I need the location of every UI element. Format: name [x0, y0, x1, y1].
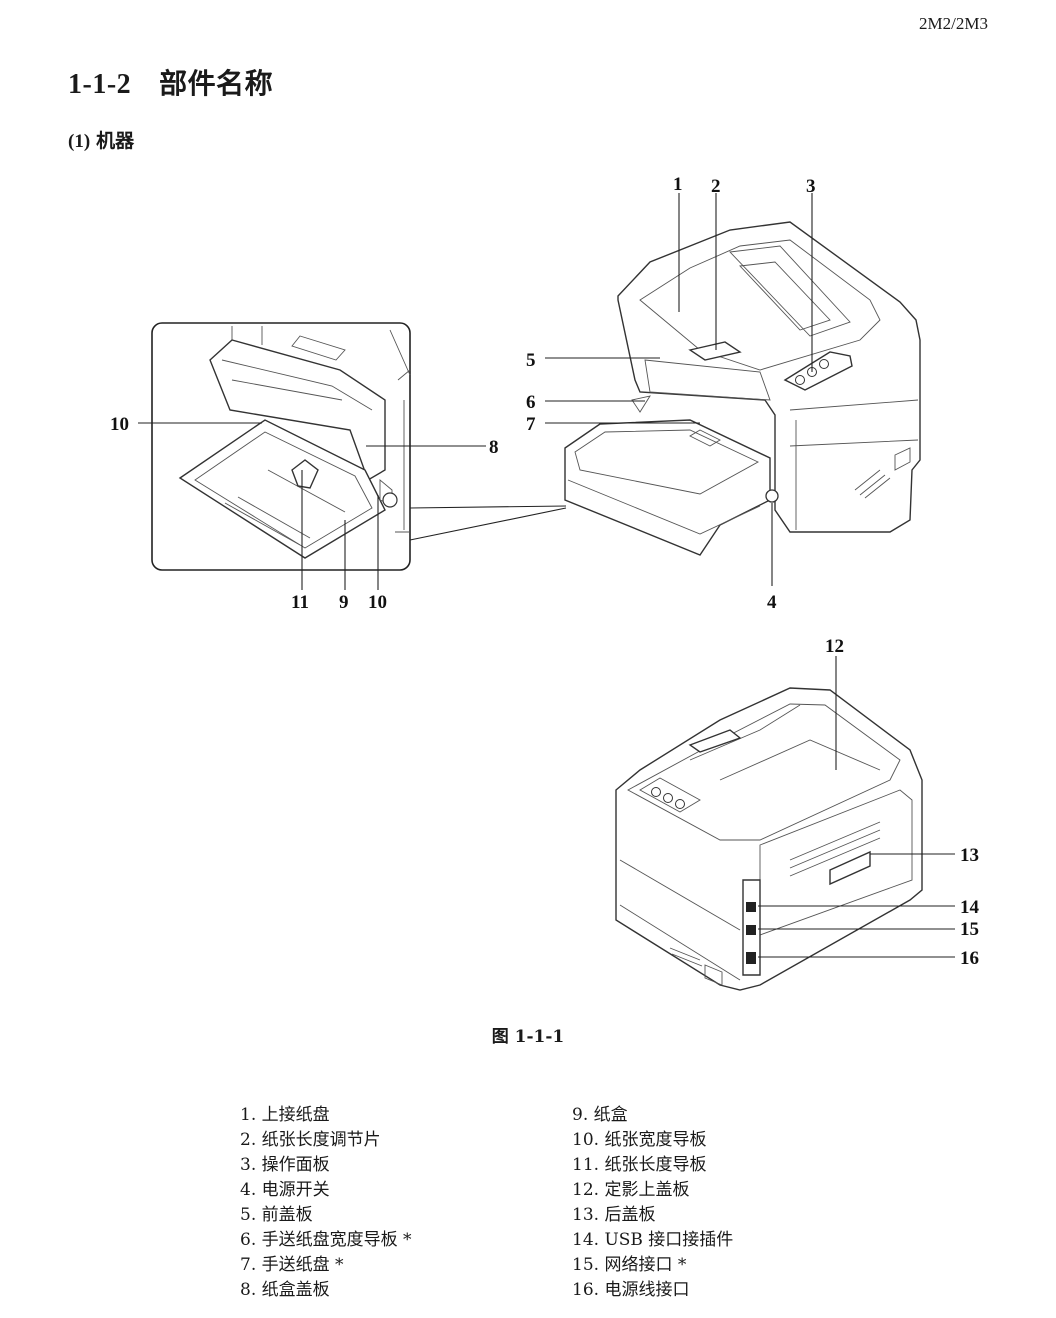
list-item: 1. 上接纸盘: [240, 1105, 330, 1125]
list-item: 14. USB 接口接插件: [572, 1230, 734, 1250]
list-item: 5. 前盖板: [240, 1205, 313, 1225]
callout-11: 11: [291, 592, 309, 613]
callout-6: 6: [526, 392, 536, 413]
callout-15: 15: [960, 919, 979, 940]
list-item: 9. 纸盒: [572, 1105, 628, 1125]
callout-14: 14: [960, 897, 980, 918]
callout-12: 12: [825, 636, 844, 657]
list-item: 13. 后盖板: [572, 1205, 656, 1225]
printer-parts-figure: 1 2 3 5 6 7 10 8 11 9 10 4 12 13 14 15 1…: [110, 174, 980, 991]
leader-lines: [138, 193, 955, 958]
callout-3: 3: [806, 176, 816, 197]
printer-rear-view: [615, 687, 923, 991]
list-item: 16. 电源线接口: [572, 1280, 690, 1300]
callout-13: 13: [960, 845, 979, 866]
subsection-title: 机器: [96, 130, 135, 152]
section-number: 1-1-2: [68, 69, 132, 100]
callout-16: 16: [960, 948, 979, 969]
figure-caption: 图 1-1-1: [491, 1027, 565, 1047]
callout-7: 7: [526, 414, 536, 435]
list-item: 3. 操作面板: [240, 1155, 330, 1175]
section-heading: 1-1-2 部件名称: [68, 62, 273, 102]
list-item: 4. 电源开关: [240, 1180, 330, 1200]
list-item: 2. 纸张长度调节片: [240, 1130, 381, 1150]
list-item: 15. 网络接口 *: [572, 1255, 687, 1275]
callout-10-top: 10: [110, 414, 129, 435]
model-code: 2M2/2M3: [919, 14, 988, 33]
list-item: 12. 定影上盖板: [572, 1180, 690, 1200]
subsection-heading: (1)机器: [68, 126, 134, 153]
parts-list-left: 1. 上接纸盘 2. 纸张长度调节片 3. 操作面板 4. 电源开关 5. 前盖…: [240, 1103, 412, 1303]
callout-8: 8: [489, 437, 499, 458]
subsection-number: (1): [68, 131, 91, 152]
inset-tray-detail: [151, 322, 567, 571]
callout-2: 2: [711, 176, 721, 197]
list-item: 10. 纸张宽度导板: [572, 1130, 707, 1150]
printer-front-view: [564, 221, 921, 556]
callout-10-bottom: 10: [368, 592, 387, 613]
parts-list-right: 9. 纸盒 10. 纸张宽度导板 11. 纸张长度导板 12. 定影上盖板 13…: [572, 1103, 733, 1303]
list-item: 6. 手送纸盘宽度导板 *: [240, 1230, 412, 1250]
list-item: 11. 纸张长度导板: [572, 1155, 707, 1175]
section-title: 部件名称: [159, 67, 274, 100]
callout-4: 4: [767, 592, 777, 613]
callout-9: 9: [339, 592, 349, 613]
callout-labels: 1 2 3 5 6 7 10 8 11 9 10 4 12 13 14 15 1…: [110, 174, 980, 969]
callout-5: 5: [526, 350, 536, 371]
list-item: 7. 手送纸盘 *: [240, 1255, 344, 1275]
list-item: 8. 纸盒盖板: [240, 1280, 330, 1300]
callout-1: 1: [673, 174, 683, 195]
